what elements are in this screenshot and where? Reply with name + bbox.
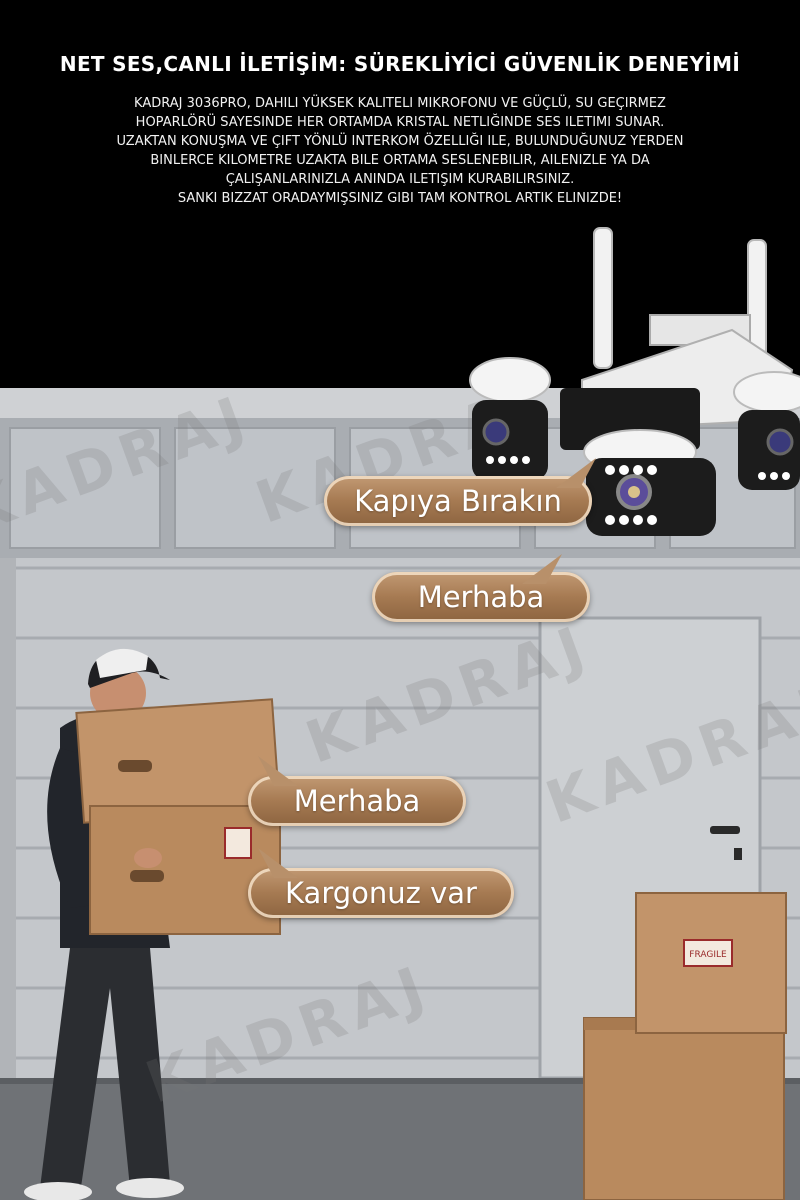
bubble-tail-icon [556, 458, 596, 488]
description: KADRAJ 3036PRO, DAHILI YÜKSEK KALITELI M… [40, 94, 760, 208]
description-line: SANKI BIZZAT ORADAYMIŞSINIZ GIBI TAM KON… [177, 191, 623, 206]
speech-bubble: Merhaba [248, 756, 466, 826]
bubble-tail-icon [258, 756, 298, 786]
description-line: KADRAJ 3036PRO, DAHILI YÜKSEK KALITELI M… [134, 96, 666, 111]
bubble-text: Kargonuz var [285, 876, 477, 910]
bubble-text: Merhaba [293, 784, 421, 818]
speech-bubble: Kapıya Bırakın [324, 458, 596, 526]
speech-bubble: Merhaba [372, 554, 590, 622]
bubble-tail-icon [258, 848, 298, 878]
speech-bubble: Kargonuz var [248, 848, 514, 918]
description-line: HOPARLÖRÜ SAYESINDE HER ORTAMDA KRISTAL … [135, 115, 665, 130]
fragile-label: FRAGILE [689, 950, 727, 960]
headline: NET SES,CANLI İLETİŞİM: SÜREKLİYİCİ GÜVE… [59, 52, 741, 76]
bubble-tail-icon [522, 554, 562, 584]
description-line: ÇALIŞANLARINIZLA ANINDA ILETIŞIM KURABIL… [225, 172, 575, 187]
description-line: BINLERCE KILOMETRE UZAKTA BILE ORTAMA SE… [150, 153, 650, 168]
bubble-text: Kapıya Bırakın [354, 484, 562, 518]
security-camera-image [469, 227, 800, 536]
description-line: UZAKTAN KONUŞMA VE ÇIFT YÖNLÜ INTERKOM Ö… [116, 134, 684, 149]
bubble-text: Merhaba [417, 580, 545, 614]
